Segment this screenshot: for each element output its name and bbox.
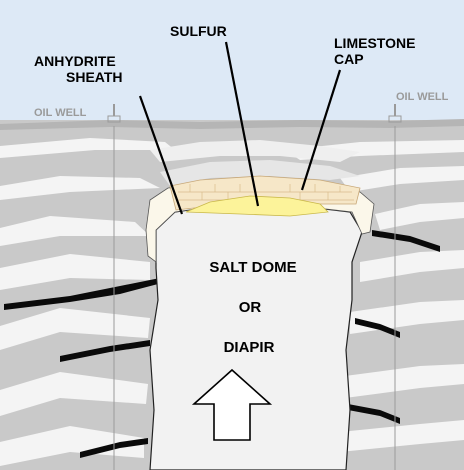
oil-well-left-label: OIL WELL xyxy=(34,107,87,119)
dome-label-line2: OR xyxy=(239,299,262,316)
sulfur-label: SULFUR xyxy=(170,23,227,39)
anhydrite-label-line1: ANHYDRITE xyxy=(34,53,116,69)
limestone-label-line2: CAP xyxy=(334,51,364,67)
salt-dome xyxy=(150,204,362,470)
oil-well-right-label: OIL WELL xyxy=(396,91,449,103)
limestone-label-line1: LIMESTONE xyxy=(334,35,415,51)
dome-label-line1: SALT DOME xyxy=(209,259,296,276)
dome-label-line3: DIAPIR xyxy=(224,339,275,356)
anhydrite-label-line2: SHEATH xyxy=(66,69,123,85)
